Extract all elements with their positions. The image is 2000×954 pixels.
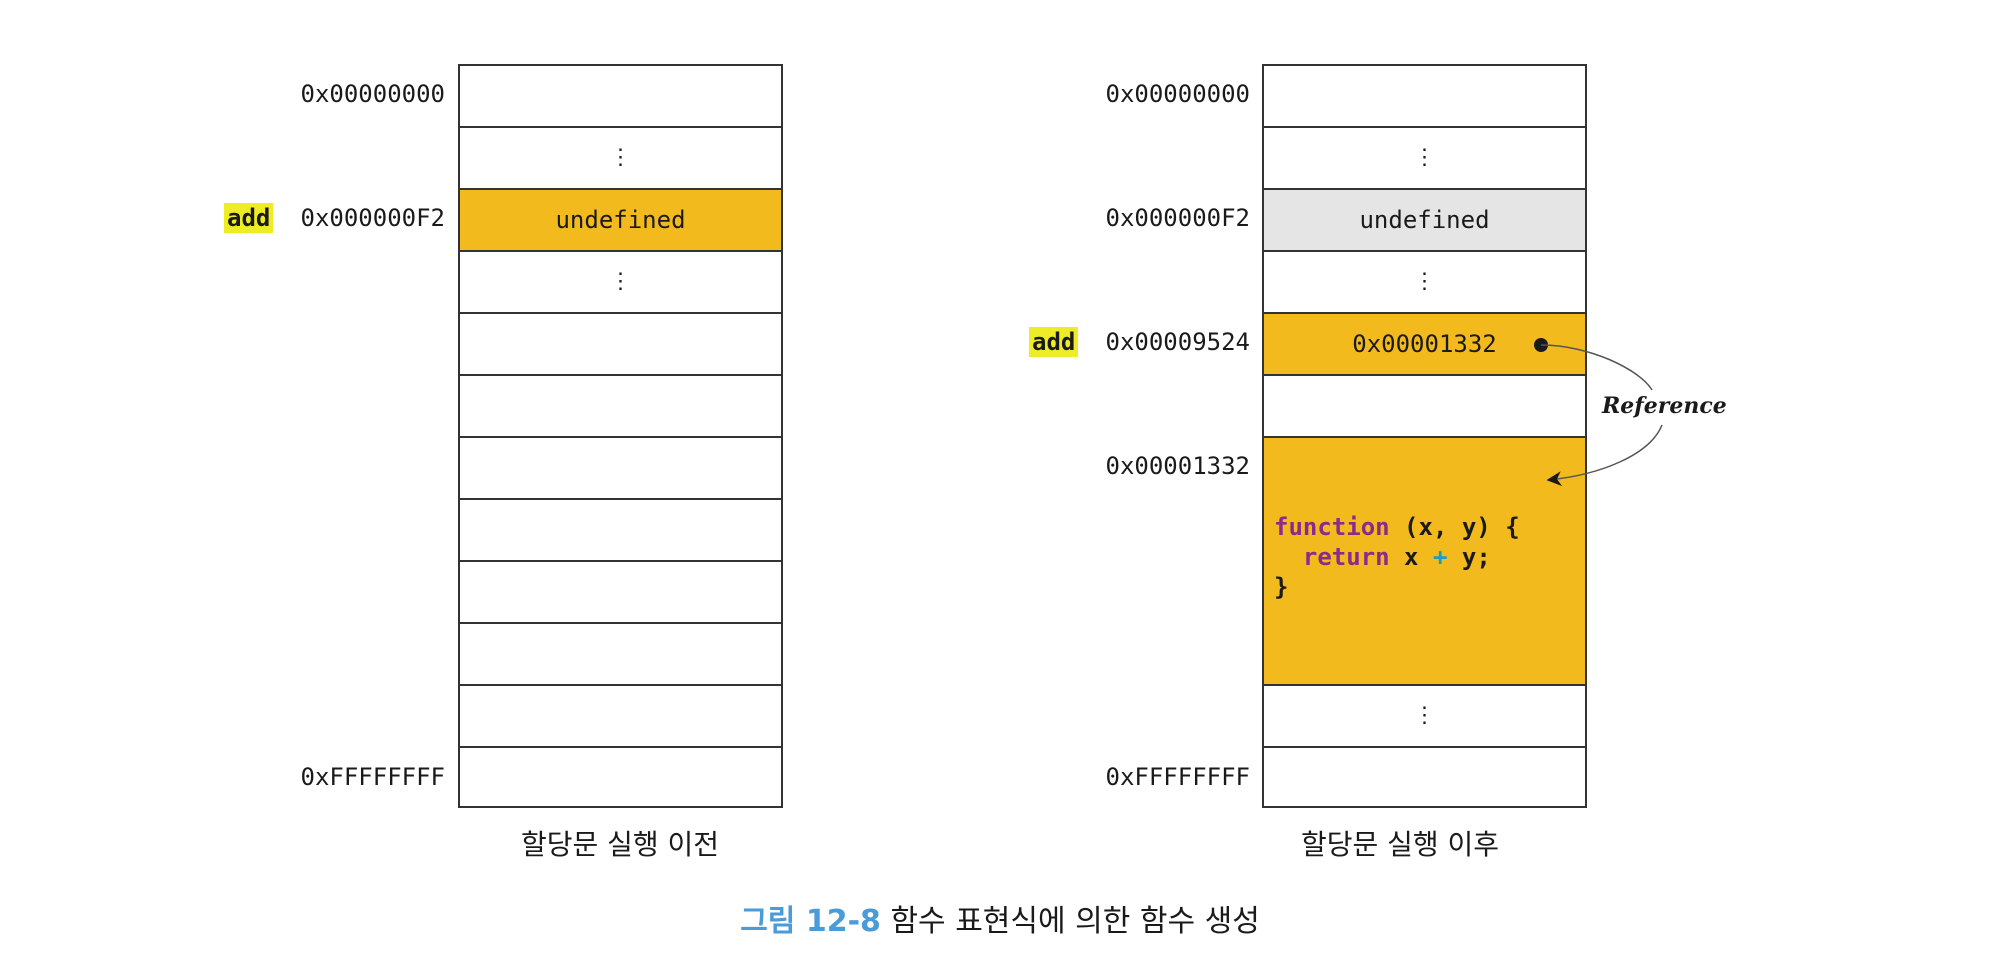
memory-cell-stale: undefined — [1264, 190, 1585, 252]
memory-cell: ⋮ — [1264, 252, 1585, 314]
address-label: 0x00000000 — [1105, 80, 1251, 108]
address-label: 0x00001332 — [1105, 452, 1251, 480]
memory-cell-add: 0x00001332 — [1264, 314, 1585, 376]
figure-caption: 그림 12-8 함수 표현식에 의한 함수 생성 — [0, 896, 2000, 940]
memory-cell — [1264, 66, 1585, 128]
memory-cell — [1264, 376, 1585, 438]
memory-cell — [460, 686, 781, 748]
ellipsis: ⋮ — [1413, 145, 1436, 170]
memory-cell: ⋮ — [1264, 686, 1585, 748]
function-code: function (x, y) { return x + y; } — [1274, 513, 1520, 601]
panel-caption: 할당문 실행 이전 — [520, 828, 720, 861]
memory-cell — [460, 438, 781, 500]
cell-value: undefined — [555, 206, 686, 234]
identifier-tag: add — [224, 203, 274, 233]
function-object-cell: function (x, y) { return x + y; } — [1264, 438, 1585, 686]
memory-column: ⋮ undefined ⋮ — [458, 64, 783, 808]
memory-cell: ⋮ — [1264, 128, 1585, 190]
address-label: 0x000000F2 — [1105, 204, 1251, 232]
memory-cell: ⋮ — [460, 128, 781, 190]
address-label: 0x00009524 — [1105, 328, 1251, 356]
identifier-tag: add — [1029, 327, 1079, 357]
ellipsis: ⋮ — [609, 269, 632, 294]
ellipsis: ⋮ — [609, 145, 632, 170]
address-label: 0xFFFFFFFF — [1105, 763, 1251, 791]
cell-value: 0x00001332 — [1352, 330, 1497, 358]
cell-value: undefined — [1359, 206, 1490, 234]
reference-curve-top — [1540, 344, 1653, 391]
memory-cell — [460, 376, 781, 438]
ellipsis: ⋮ — [1413, 269, 1436, 294]
reference-label: Reference — [1602, 393, 1727, 419]
memory-cell — [460, 562, 781, 624]
memory-cell-add: undefined — [460, 190, 781, 252]
memory-cell — [460, 624, 781, 686]
memory-column: ⋮ undefined ⋮ 0x00001332 function (x, y)… — [1262, 64, 1587, 808]
address-label: 0x000000F2 — [300, 204, 446, 232]
memory-cell — [460, 314, 781, 376]
ellipsis: ⋮ — [1413, 703, 1436, 728]
address-label: 0xFFFFFFFF — [300, 763, 446, 791]
address-label: 0x00000000 — [300, 80, 446, 108]
memory-cell — [460, 66, 781, 128]
panel-caption: 할당문 실행 이후 — [1300, 828, 1500, 861]
reference-curve-bottom — [1546, 424, 1663, 487]
figure-title: 함수 표현식에 의한 함수 생성 — [890, 904, 1260, 939]
figure-number: 그림 12-8 — [740, 904, 881, 939]
memory-cell — [460, 500, 781, 562]
memory-cell: ⋮ — [460, 252, 781, 314]
